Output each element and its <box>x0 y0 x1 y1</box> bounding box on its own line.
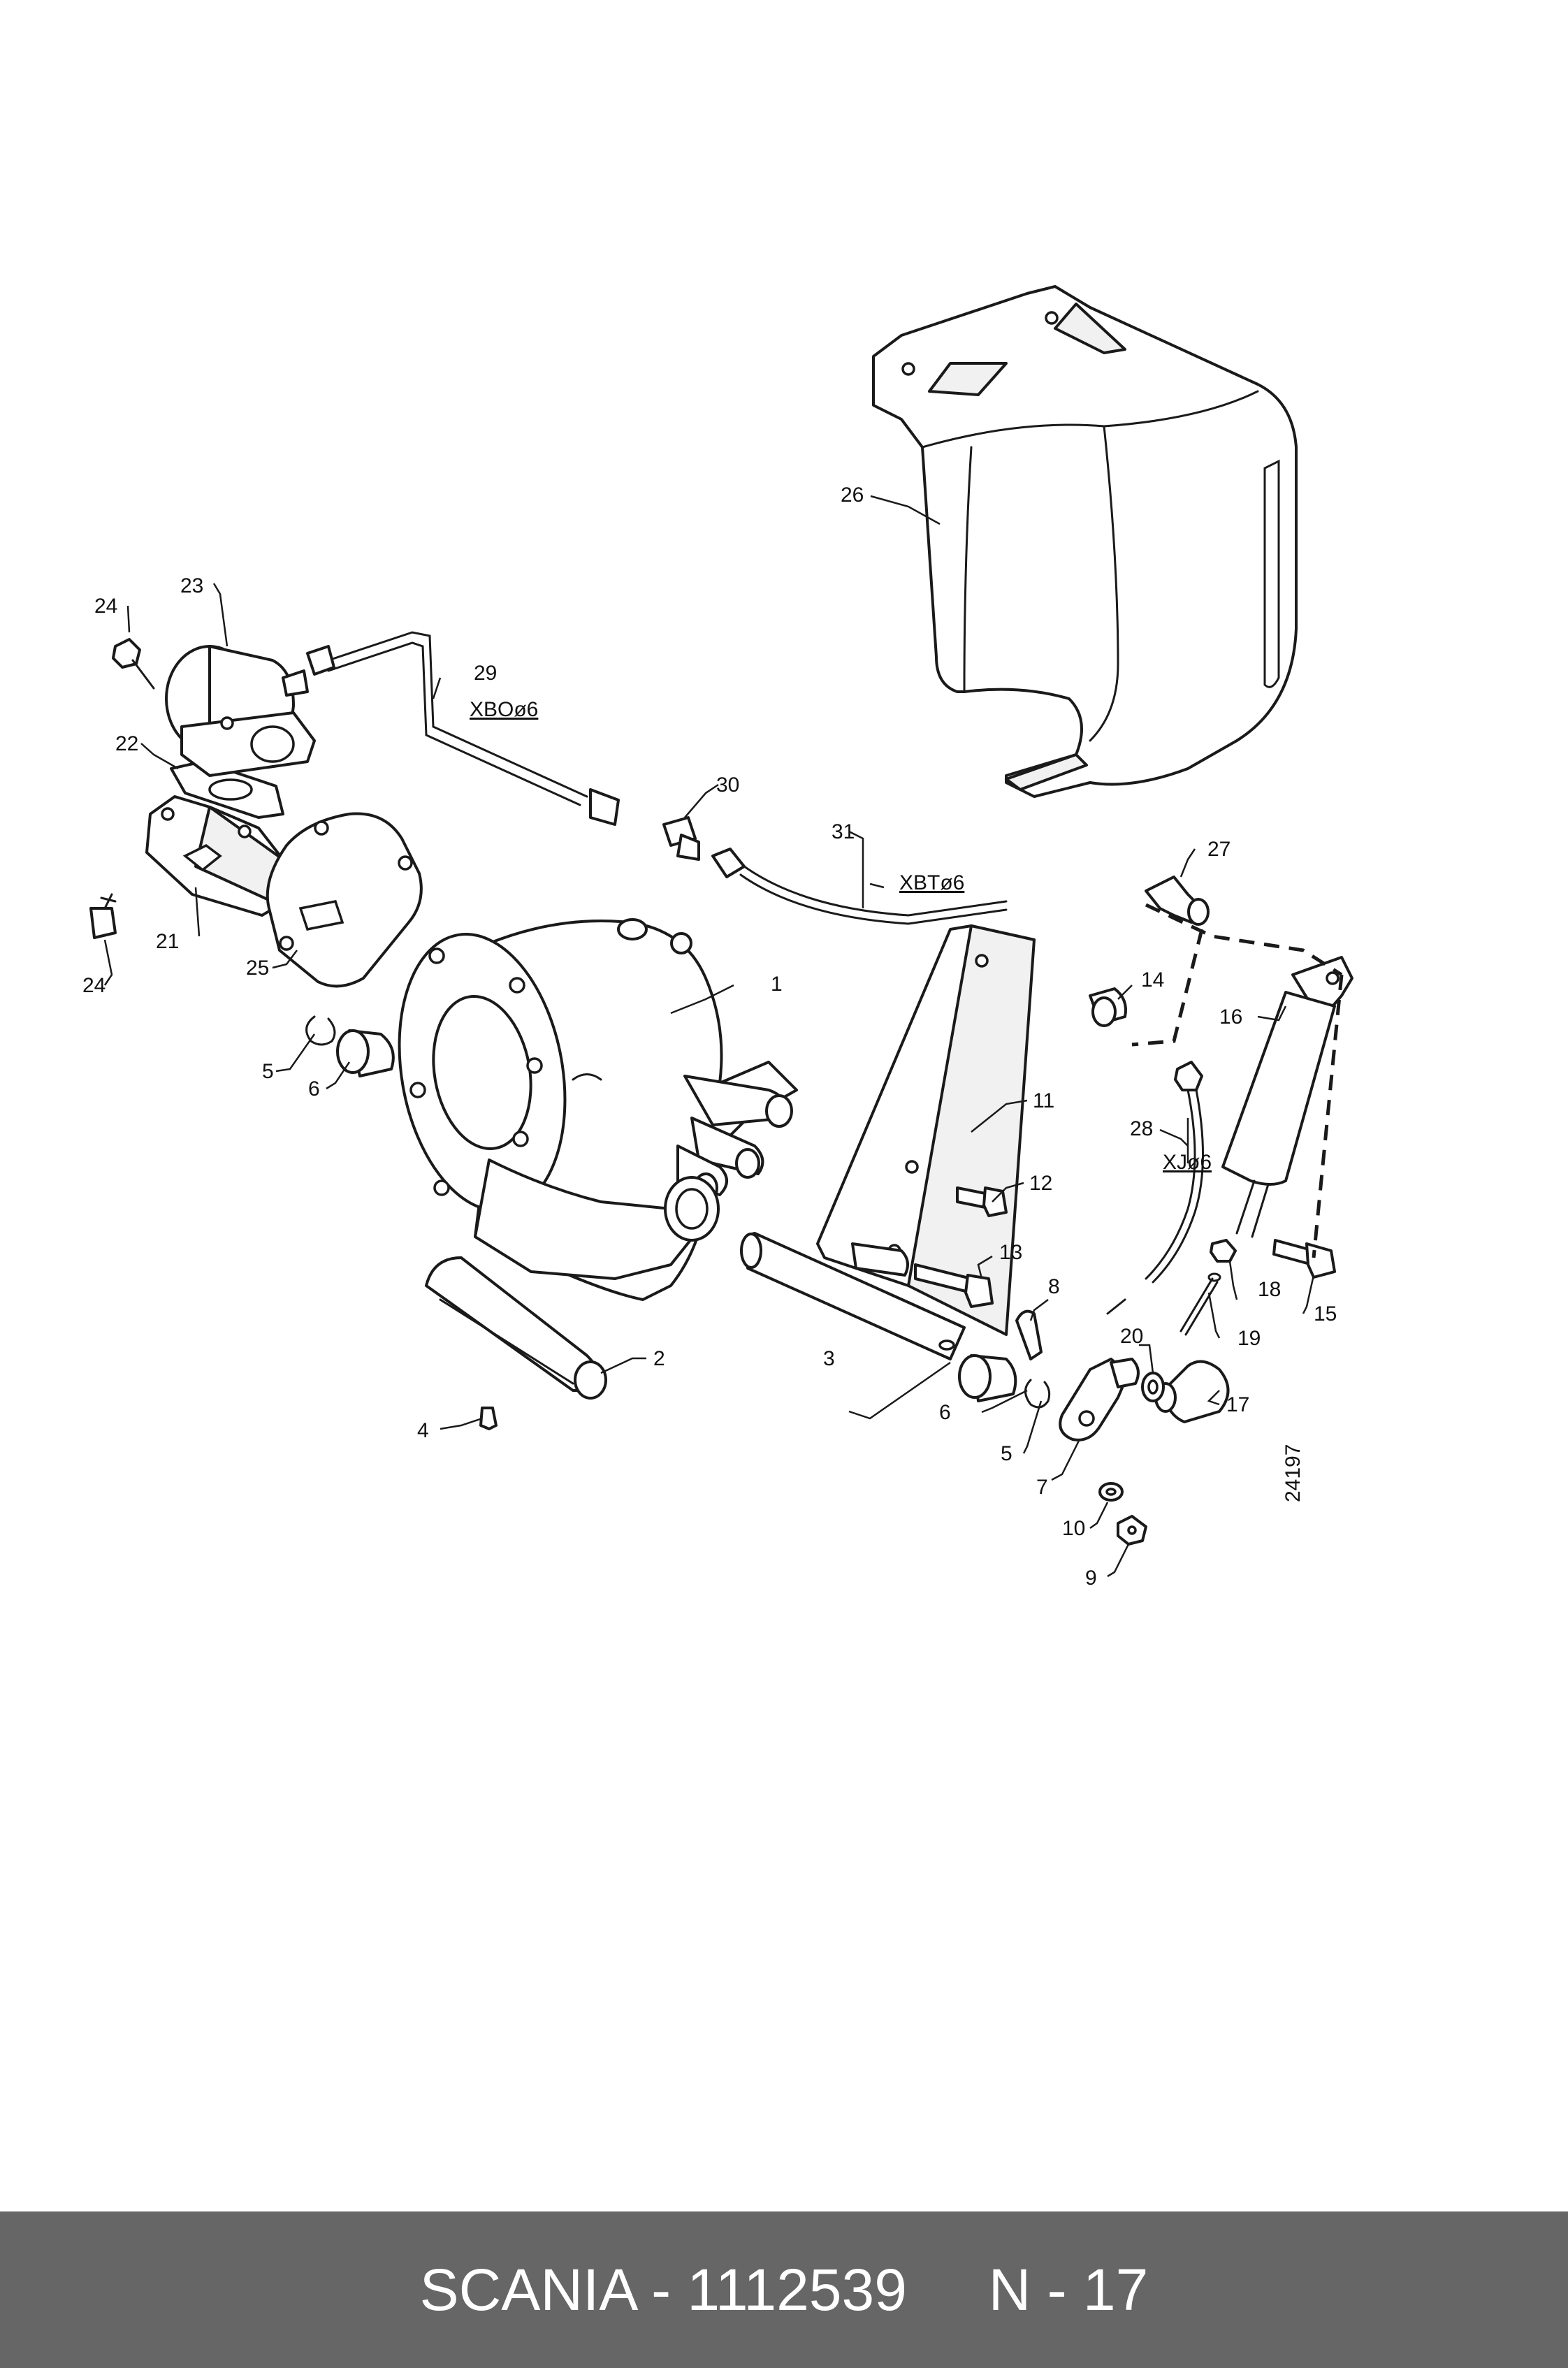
part-7-lever <box>1059 1358 1140 1441</box>
callout-8: 8 <box>1048 1275 1060 1298</box>
callout-6-lower: 6 <box>939 1401 951 1424</box>
part-29-tube <box>306 631 620 826</box>
callout-9: 9 <box>1085 1567 1097 1590</box>
callout-2: 2 <box>653 1347 665 1370</box>
part-5-circlip-upper <box>305 1015 336 1046</box>
spec-label-28: XJø6 <box>1163 1151 1212 1174</box>
parts-diagram-svg: 1 2 3 4 5 5 6 6 7 8 9 10 11 12 13 14 15 … <box>82 285 1353 1590</box>
part-19-split-pin <box>1179 1272 1221 1336</box>
callout-20: 20 <box>1120 1325 1143 1348</box>
part-10-washer <box>1098 1482 1124 1502</box>
tube-spec-labels: XBOø6 XBTø6 XJø6 <box>470 698 1212 1174</box>
footer-bar: SCANIA - 1112539 N - 17 <box>0 2211 1568 2368</box>
callout-5-lower: 5 <box>1001 1442 1012 1465</box>
callout-1: 1 <box>771 973 783 996</box>
callout-21: 21 <box>156 930 179 953</box>
part-25-gasket-plate <box>266 812 423 988</box>
part-8-nipple <box>1015 1309 1043 1360</box>
part-30-adapter <box>662 816 700 861</box>
part-17-fitting <box>1154 1360 1230 1423</box>
part-27-elbow <box>1145 876 1210 926</box>
callout-7: 7 <box>1036 1476 1048 1499</box>
part-22-gasket <box>170 760 284 819</box>
part-26-cover <box>872 285 1298 798</box>
part-15-bolt <box>1272 1239 1336 1279</box>
part-24-bolt-upper <box>112 638 155 690</box>
part-5-circlip-lower <box>1024 1379 1051 1409</box>
callout-26: 26 <box>841 484 864 507</box>
callout-5-upper: 5 <box>262 1060 274 1083</box>
callout-6-upper: 6 <box>308 1077 320 1101</box>
callout-12: 12 <box>1029 1172 1052 1195</box>
callout-24-upper: 24 <box>94 595 117 618</box>
callout-17: 17 <box>1226 1393 1249 1416</box>
callout-14: 14 <box>1141 968 1164 991</box>
callout-11: 11 <box>1033 1089 1054 1112</box>
part-20-ring <box>1141 1372 1165 1402</box>
part-13-bolt <box>914 1263 994 1308</box>
callout-30: 30 <box>716 773 739 797</box>
callout-4: 4 <box>417 1419 429 1442</box>
part-1-housing <box>398 918 798 1301</box>
part-12-bolt <box>956 1186 1008 1217</box>
part-4-pin <box>479 1407 498 1430</box>
part-18-nut <box>1210 1239 1237 1263</box>
parts-diagram: 1 2 3 4 5 5 6 6 7 8 9 10 11 12 13 14 15 … <box>82 285 1353 1590</box>
drawing-number: 24197 <box>1282 1444 1305 1502</box>
part-21-bracket <box>145 795 284 917</box>
part-2-clip <box>425 1256 607 1400</box>
part-24-bolt-lower <box>89 893 117 939</box>
callout-19: 19 <box>1237 1327 1261 1350</box>
callout-31: 31 <box>832 820 855 843</box>
part-6-bushing-lower <box>958 1354 1017 1402</box>
part-11-bracket <box>816 924 1036 1336</box>
footer-part-number: SCANIA - 1112539 N - 17 <box>419 2256 1149 2323</box>
leader-lines <box>103 495 1315 1578</box>
spec-label-29: XBOø6 <box>470 698 538 721</box>
part-23-brake-cylinder <box>165 645 316 777</box>
callout-10: 10 <box>1062 1517 1085 1540</box>
callout-13: 13 <box>999 1241 1022 1264</box>
callout-24-lower: 24 <box>82 974 106 997</box>
part-31-tube <box>711 848 1008 925</box>
part-9-nut <box>1117 1515 1147 1546</box>
part-16-cylinder <box>1221 956 1353 1238</box>
callout-27: 27 <box>1207 838 1231 861</box>
dashed-routing-lines <box>1131 903 1344 1258</box>
callout-18: 18 <box>1258 1278 1281 1301</box>
callout-labels: 1 2 3 4 5 5 6 6 7 8 9 10 11 12 13 14 15 … <box>82 484 1337 1590</box>
callout-28: 28 <box>1130 1117 1153 1140</box>
callout-23: 23 <box>180 574 203 597</box>
callout-3: 3 <box>823 1347 835 1370</box>
part-28-hose <box>1106 1061 1204 1315</box>
callout-15: 15 <box>1314 1302 1337 1325</box>
part-6-bushing-upper <box>336 1029 395 1077</box>
callout-22: 22 <box>115 732 138 755</box>
part-3-shaft <box>740 1232 966 1360</box>
spec-label-31: XBTø6 <box>899 871 964 894</box>
callout-16: 16 <box>1219 1005 1242 1029</box>
callout-29: 29 <box>474 662 497 685</box>
part-14-spacer <box>1089 987 1127 1027</box>
callout-25: 25 <box>246 957 269 980</box>
